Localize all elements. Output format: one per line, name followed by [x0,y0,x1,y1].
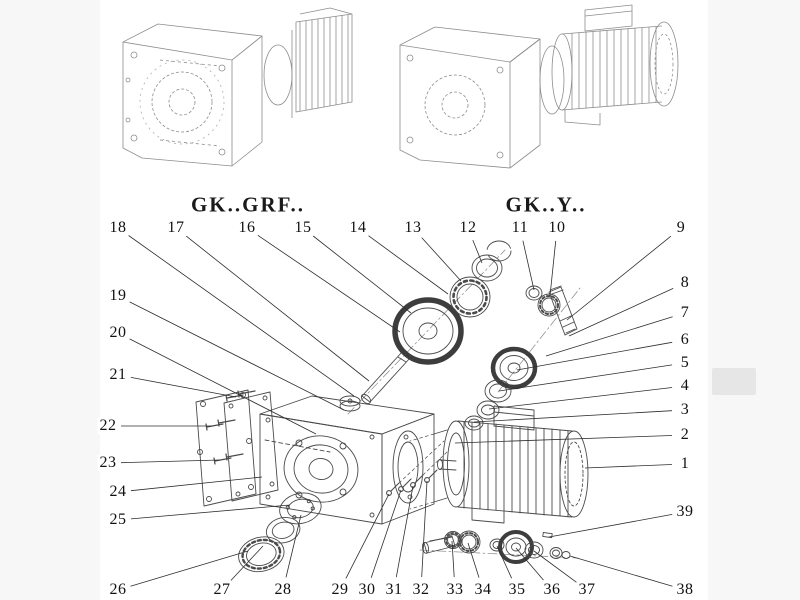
leader-line-31 [395,485,414,578]
callout-21: 21 [107,366,129,383]
callout-14: 14 [347,219,369,236]
leader-line-26 [130,550,249,587]
callout-10: 10 [546,219,568,236]
gearbox-y-drawing [399,4,679,169]
callout-19: 19 [107,287,129,304]
callout-28: 28 [272,581,294,598]
callout-30: 30 [356,581,378,598]
leader-line-32 [421,480,428,578]
leader-line-39 [548,514,673,538]
gear-housing [259,395,435,525]
callout-15: 15 [292,219,314,236]
output-bearing-group [238,492,322,573]
leader-line-4 [488,387,673,410]
callout-12: 12 [457,219,479,236]
callout-1: 1 [678,455,692,472]
leader-line-10 [549,240,557,297]
leader-line-21 [130,377,237,398]
leader-line-34 [467,542,480,578]
flange-bolts [386,440,448,496]
leader-line-36 [515,547,544,581]
leader-line-17 [185,235,370,382]
callout-33: 33 [444,581,466,598]
leader-line-2 [454,435,673,444]
variant-title-y: GK..Y.. [505,192,587,217]
leader-line-6 [516,341,673,371]
leader-line-35 [496,545,512,579]
leader-line-13 [421,237,462,282]
callout-18: 18 [107,219,129,236]
callout-17: 17 [165,219,187,236]
callout-22: 22 [97,417,119,434]
right-margin [708,0,800,600]
leader-line-25 [130,504,291,520]
callout-32: 32 [410,581,432,598]
leader-lines [120,234,674,587]
callout-3: 3 [678,401,692,418]
left-margin [0,0,100,600]
mounting-screws [205,390,256,465]
leader-line-33 [451,540,455,578]
left-cover-plates [195,389,279,507]
centerlines [347,249,581,559]
callout-9: 9 [674,219,688,236]
leader-line-20 [129,338,317,435]
input-shaft [360,351,411,405]
callout-23: 23 [97,454,119,471]
leader-line-8 [568,288,674,337]
callout-8: 8 [678,274,692,291]
leader-line-38 [569,555,673,587]
callout-36: 36 [541,581,563,598]
leader-line-23 [120,459,221,464]
callout-20: 20 [107,324,129,341]
callout-6: 6 [678,331,692,348]
leader-line-3 [473,410,673,423]
callout-29: 29 [329,581,351,598]
leader-line-9 [566,235,672,321]
bevel-pinion-assembly [525,285,578,336]
callout-34: 34 [472,581,494,598]
input-gear-cluster [392,240,512,365]
output-shaft-assembly [421,530,571,564]
variant-title-grf: GK..GRF.. [190,192,306,217]
callout-26: 26 [107,581,129,598]
leader-line-19 [129,301,345,411]
callout-13: 13 [402,219,424,236]
callout-11: 11 [509,219,531,236]
callout-2: 2 [678,426,692,443]
leader-line-1 [584,464,673,469]
leader-line-30 [370,489,402,578]
callout-24: 24 [107,483,129,500]
leader-line-16 [257,234,401,333]
leader-line-5 [498,364,673,392]
callout-25: 25 [107,511,129,528]
leader-line-14 [368,235,449,295]
leader-line-12 [472,239,483,264]
callout-4: 4 [678,377,692,394]
callout-38: 38 [674,581,696,598]
gearbox-grf-drawing [122,7,353,167]
leader-line-28 [285,514,302,578]
callout-27: 27 [211,581,233,598]
leader-line-7 [545,316,673,357]
callout-35: 35 [506,581,528,598]
leader-line-18 [128,235,355,397]
electric-motor [409,405,589,524]
gray-patch [712,368,756,395]
leader-line-27 [230,545,264,581]
callout-37: 37 [576,581,598,598]
callout-7: 7 [678,304,692,321]
callout-39: 39 [674,503,696,520]
leader-line-24 [130,476,263,492]
leader-line-29 [345,493,390,579]
callout-31: 31 [383,581,405,598]
callout-16: 16 [236,219,258,236]
leader-line-15 [312,235,412,314]
leader-line-37 [533,550,577,583]
exploded-view [195,240,589,573]
leader-line-11 [522,240,535,291]
callout-5: 5 [678,354,692,371]
